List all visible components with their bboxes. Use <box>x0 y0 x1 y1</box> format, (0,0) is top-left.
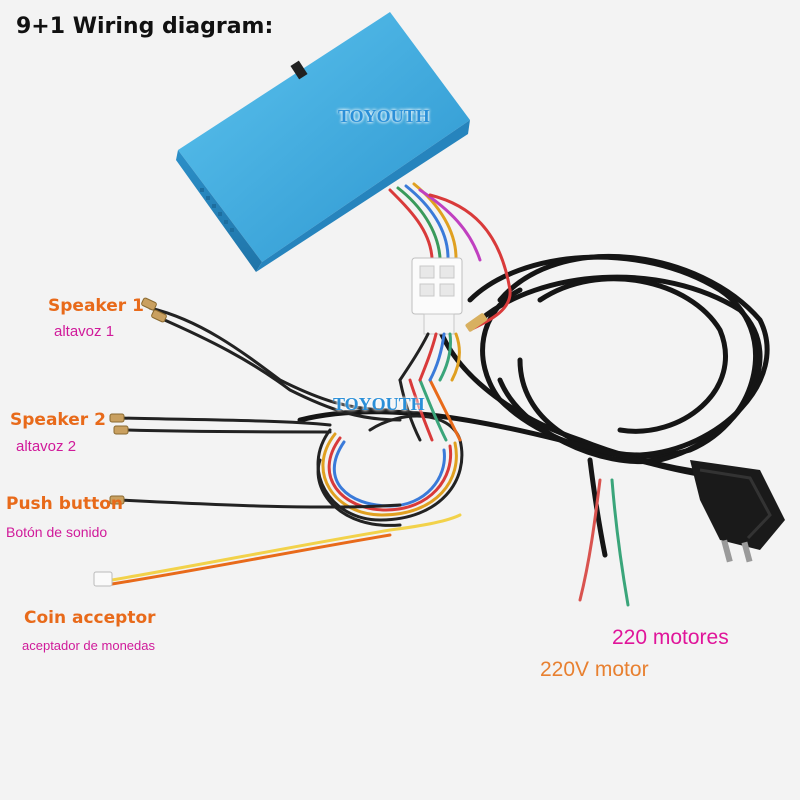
left-wires <box>110 306 462 586</box>
page-title: 9+1 Wiring diagram: <box>16 14 274 39</box>
coin-acceptor-label-es: aceptador de monedas <box>22 638 155 653</box>
motor-label-es: 220 motores <box>612 626 729 649</box>
motor-label: 220V motor <box>540 658 649 681</box>
motor-wires <box>578 478 630 607</box>
watermark-top: TOYOUTH <box>338 106 430 126</box>
push-button-label: Push button <box>6 494 124 514</box>
wire-terminals <box>109 297 167 505</box>
speaker2-label: Speaker 2 <box>10 410 106 430</box>
coin-connector <box>93 571 113 587</box>
connector-wires <box>398 332 461 382</box>
push-button-label-es: Botón de sonido <box>6 524 108 540</box>
speaker1-label-es: altavoz 1 <box>54 323 115 340</box>
control-box-icon <box>176 12 470 272</box>
power-plug-icon <box>690 460 785 563</box>
speaker1-label: Speaker 1 <box>48 296 144 316</box>
watermark-middle: TOYOUTH <box>333 394 425 414</box>
speaker2-label-es: altavoz 2 <box>16 438 77 455</box>
connector-plug-icon <box>411 257 488 335</box>
coin-acceptor-label: Coin acceptor <box>24 608 156 628</box>
power-cable <box>297 253 770 558</box>
